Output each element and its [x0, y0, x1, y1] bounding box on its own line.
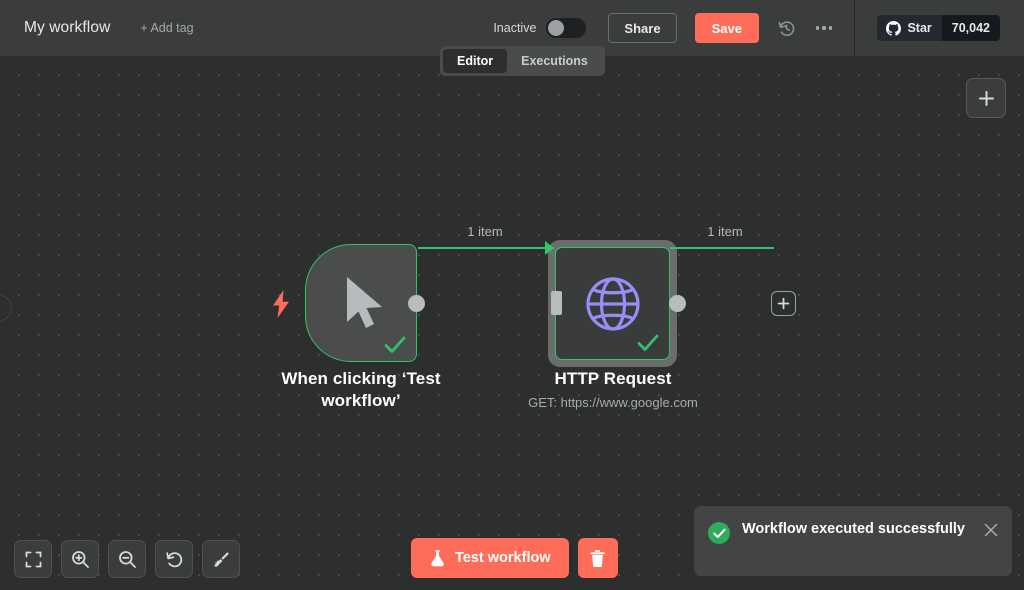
add-node-from-connection-button[interactable]: [771, 291, 796, 316]
save-button[interactable]: Save: [694, 13, 759, 43]
editor-executions-tabs: Editor Executions: [440, 46, 605, 76]
zoom-in-button[interactable]: [61, 540, 99, 578]
test-workflow-button[interactable]: Test workflow: [411, 538, 569, 578]
node-selection-ring: [548, 240, 677, 367]
header-right-group: Inactive Share Save: [493, 0, 1024, 56]
plus-icon: [777, 297, 790, 310]
toggle-knob: [548, 20, 565, 36]
node-http-request[interactable]: [548, 240, 686, 367]
tab-editor[interactable]: Editor: [443, 49, 508, 73]
github-icon: [886, 20, 902, 36]
connection-label-1: 1 item: [467, 224, 503, 239]
github-star-badge[interactable]: Star 70,042: [877, 15, 1000, 41]
check-icon: [637, 334, 659, 351]
zoom-out-icon: [118, 550, 136, 568]
test-workflow-label: Test workflow: [455, 550, 551, 566]
check-icon: [384, 336, 406, 353]
offscreen-node-handle: [0, 295, 12, 321]
workflow-canvas[interactable]: 1 item 1 item When cli: [0, 56, 1024, 590]
fit-to-view-button[interactable]: [14, 540, 52, 578]
cursor-pointer-icon: [347, 277, 382, 328]
toast-message: Workflow executed successfully: [742, 521, 965, 537]
header-divider: [854, 0, 856, 56]
trash-icon: [590, 549, 605, 567]
close-icon[interactable]: [984, 523, 998, 542]
delete-execution-button[interactable]: [577, 538, 618, 578]
connection-arrow-1: [545, 241, 554, 255]
plus-icon: [978, 90, 994, 106]
toast-notification: Workflow executed successfully: [694, 506, 1012, 576]
connection-label-2: 1 item: [707, 224, 743, 239]
node-label-trigger: When clicking ‘Test workflow’: [281, 369, 441, 410]
lightning-bolt-icon: [273, 290, 289, 318]
globe-icon: [585, 276, 640, 331]
github-star-label: Star: [907, 21, 932, 35]
trigger-node-body[interactable]: [273, 244, 425, 362]
workflow-run-toolbar: Test workflow: [411, 538, 618, 578]
undo-arrow-icon: [165, 551, 182, 567]
http-node-body[interactable]: [555, 247, 670, 360]
share-button[interactable]: Share: [608, 13, 677, 43]
node-label-http-request: HTTP Request: [554, 369, 672, 388]
tidy-up-button[interactable]: [202, 540, 240, 578]
trigger-output-port[interactable]: [407, 295, 425, 312]
tab-executions[interactable]: Executions: [521, 54, 588, 68]
reset-zoom-button[interactable]: [155, 540, 193, 578]
connection-line-2[interactable]: [670, 247, 774, 249]
zoom-out-button[interactable]: [108, 540, 146, 578]
flask-icon: [431, 550, 444, 567]
workflow-active-toggle[interactable]: [546, 18, 587, 38]
connection-line-1[interactable]: [418, 247, 554, 249]
zoom-in-icon: [71, 550, 89, 568]
broom-icon: [213, 551, 229, 567]
http-input-port[interactable]: [551, 291, 562, 315]
add-tag-button[interactable]: + Add tag: [140, 21, 194, 35]
github-star-count: 70,042: [941, 15, 1000, 41]
http-output-port[interactable]: [668, 295, 686, 312]
check-icon: [712, 528, 726, 538]
history-icon[interactable]: [777, 19, 796, 38]
ellipsis-icon[interactable]: [815, 26, 833, 30]
fit-view-icon: [25, 551, 41, 567]
workflow-title[interactable]: My workflow: [24, 19, 111, 36]
check-circle-icon: [708, 522, 730, 544]
canvas-zoom-toolbar: [14, 540, 240, 578]
add-node-button[interactable]: [966, 78, 1006, 118]
workflow-active-label: Inactive: [493, 21, 537, 35]
node-when-clicking-test-workflow[interactable]: [273, 244, 425, 362]
node-subtitle-http-request: GET: https://www.google.com: [528, 395, 698, 410]
github-star-button[interactable]: Star: [877, 15, 942, 41]
